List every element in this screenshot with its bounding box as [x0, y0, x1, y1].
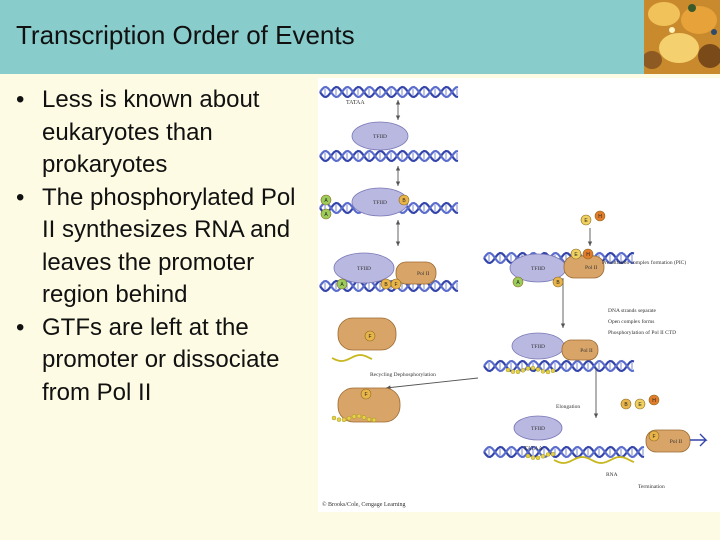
- factor-circle: B: [380, 278, 392, 290]
- pol-ii-shape: [337, 387, 401, 423]
- tfiid-shape: TFIID: [333, 252, 395, 284]
- factor-circle: F: [648, 430, 660, 442]
- arrow: [385, 377, 479, 390]
- bullet-list: • Less is known about eukaryotes than pro…: [12, 84, 308, 409]
- bullet-text: Less is known about eukaryotes than prok…: [42, 86, 260, 178]
- factor-letter: F: [652, 434, 655, 440]
- arrow: [395, 220, 401, 246]
- factor-letter: B: [402, 198, 406, 204]
- annotation-open-complex: Open complex forms: [608, 318, 654, 325]
- factor-circle: A: [320, 208, 332, 220]
- tfiid-label: TFIID: [531, 266, 545, 272]
- tfiid-shape: TFIID: [351, 121, 409, 151]
- bullet-dot: •: [16, 183, 25, 211]
- termination-label: Termination: [638, 484, 665, 490]
- open-complex-beads: [505, 365, 556, 375]
- bullet-item: • Less is known about eukaryotes than pro…: [12, 84, 308, 182]
- recycling-rna-tail: [331, 354, 373, 362]
- tfiid-label: TFIID: [373, 134, 387, 140]
- recycled-ctd-beads: [331, 413, 377, 423]
- arrow: [593, 368, 599, 418]
- pic-label: Preinitiation complex formation (PIC): [602, 259, 686, 266]
- bullet-item: • GTFs are left at the promoter or dissoc…: [12, 312, 308, 410]
- factor-letter: E: [574, 252, 578, 258]
- slide-title: Transcription Order of Events: [16, 20, 355, 50]
- annotation-strand-separation: DNA strands separate: [608, 308, 657, 314]
- rna-label: RNA: [606, 472, 618, 478]
- factor-letter: A: [324, 212, 328, 218]
- factor-circle: A: [320, 194, 332, 206]
- pol-ii-shape: Pol II: [395, 261, 437, 285]
- bullet-text: GTFs are left at the promoter or dissoci…: [42, 313, 280, 406]
- factor-letter: B: [384, 282, 388, 288]
- annotation-ctd-phosphorylation: Phosphorylation of Pol II CTD: [608, 329, 676, 336]
- factor-circle: A: [336, 278, 348, 290]
- factor-letter: B: [556, 280, 560, 286]
- factor-circle: A: [512, 276, 524, 288]
- pol-ii-label: Pol II: [670, 439, 683, 445]
- factor-letter: E: [638, 402, 642, 408]
- factor-circle: E: [634, 398, 646, 410]
- tfiid-label: TFIID: [373, 200, 387, 206]
- dna-helix-2: [319, 149, 459, 163]
- tfiid-shape: TFIID: [511, 332, 565, 360]
- corner-decoration-image: [644, 0, 720, 74]
- bullet-dot: •: [16, 86, 25, 113]
- pol-ii-shape: Pol II: [561, 339, 599, 361]
- bullet-text: The phosphorylated Pol II synthesizes RN…: [42, 183, 296, 309]
- factor-circle: B: [398, 194, 410, 206]
- pol-ii-label: Pol II: [417, 271, 430, 277]
- copyright-label: © Brooks/Cole, Cengage Learning: [322, 501, 406, 508]
- factor-circle: F: [390, 278, 402, 290]
- factor-circle: F: [364, 330, 376, 342]
- tata-label: TATAA: [346, 100, 365, 106]
- pol-ii-label: Pol II: [585, 265, 598, 271]
- arrow: [587, 228, 593, 246]
- arrow: [395, 166, 401, 186]
- factor-letter: H: [652, 398, 656, 404]
- tfiid-label: TFIID: [531, 344, 545, 350]
- arrow: [560, 278, 566, 328]
- factor-letter: E: [584, 218, 588, 224]
- tata-label-bottom: TATAA: [524, 446, 543, 452]
- factor-letter: A: [340, 282, 344, 288]
- elongation-direction-arrow: [690, 433, 708, 447]
- factor-circle: H: [648, 394, 660, 406]
- tfiid-label: TFIID: [357, 266, 371, 272]
- factor-circle: F: [360, 388, 372, 400]
- bullet-item: • The phosphorylated Pol II synthesizes R…: [12, 182, 308, 312]
- recycling-label: Recycling Dephosphorylation: [370, 372, 436, 378]
- factor-letter: F: [368, 334, 371, 340]
- dna-helix-1: [319, 85, 459, 99]
- pol-ii-label: Pol II: [580, 348, 593, 354]
- factor-letter: H: [598, 214, 602, 220]
- elongation-ctd-beads: [525, 451, 556, 461]
- factor-letter: A: [324, 198, 328, 204]
- title-bar: Transcription Order of Events: [0, 0, 720, 74]
- factor-circle: H: [582, 248, 594, 260]
- factor-circle: H: [594, 210, 606, 222]
- tfiid-label: TFIID: [531, 426, 545, 432]
- factor-letter: F: [394, 282, 397, 288]
- bullet-dot: •: [16, 313, 25, 341]
- arrow: [395, 100, 401, 120]
- factor-circle: E: [570, 248, 582, 260]
- factor-circle: B: [620, 398, 632, 410]
- factor-circle: E: [580, 214, 592, 226]
- tfiid-shape: TFIID: [513, 415, 563, 441]
- nascent-rna: [553, 456, 635, 464]
- factor-letter: H: [586, 252, 590, 258]
- factor-letter: A: [516, 280, 520, 286]
- elongation-label: Elongation: [556, 404, 580, 410]
- pol-ii-shape: Pol II: [563, 255, 605, 279]
- factor-letter: B: [624, 402, 628, 408]
- factor-letter: F: [364, 392, 367, 398]
- factor-circle: B: [552, 276, 564, 288]
- dna-helix-7: [483, 445, 645, 459]
